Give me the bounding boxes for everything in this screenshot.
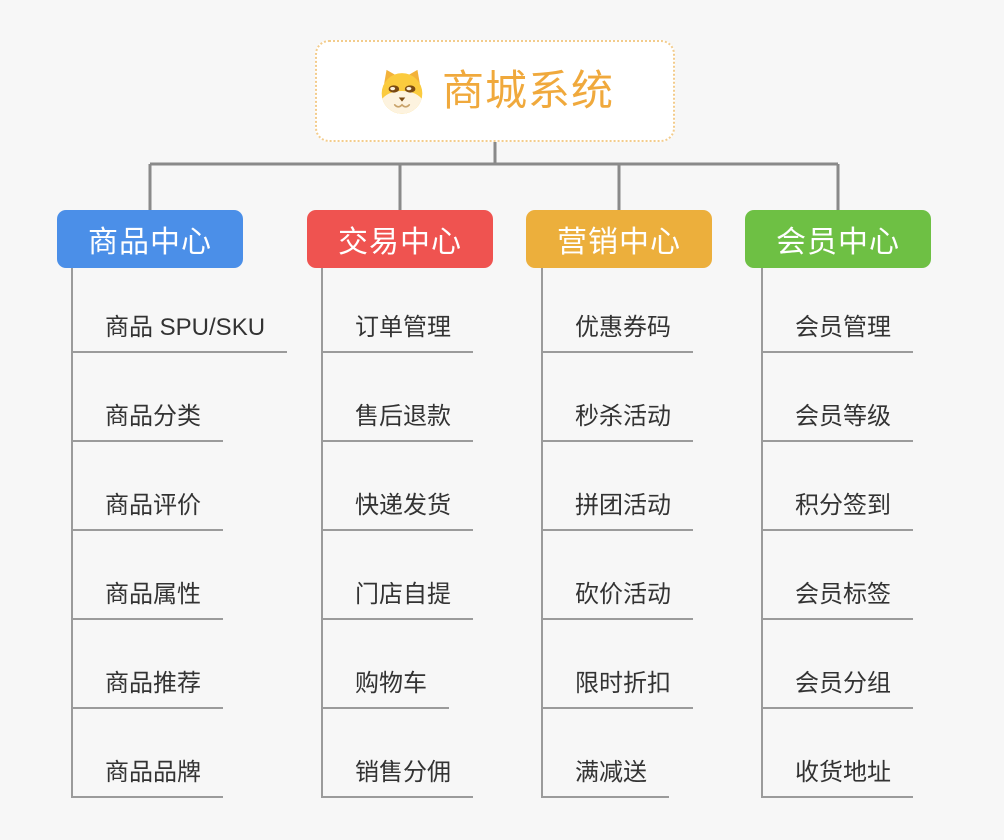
child-node[interactable]: 商品推荐	[71, 669, 223, 709]
child-row: 快递发货	[321, 442, 473, 531]
child-row: 砍价活动	[541, 531, 693, 620]
branch-label: 会员中心	[776, 226, 900, 259]
child-row: 满减送	[541, 709, 693, 798]
child-row: 门店自提	[321, 531, 473, 620]
child-node[interactable]: 会员管理	[761, 313, 913, 353]
child-row: 会员标签	[761, 531, 913, 620]
child-row: 售后退款	[321, 353, 473, 442]
child-node[interactable]: 商品属性	[71, 580, 223, 620]
child-node[interactable]: 会员标签	[761, 580, 913, 620]
child-row: 销售分佣	[321, 709, 473, 798]
child-row: 会员管理	[761, 268, 913, 353]
child-row: 购物车	[321, 620, 473, 709]
child-row: 限时折扣	[541, 620, 693, 709]
branch-children-product-center: 商品 SPU/SKU 商品分类 商品评价 商品属性 商品推荐 商品品牌	[71, 268, 288, 798]
child-row: 商品 SPU/SKU	[71, 268, 288, 353]
child-row: 积分签到	[761, 442, 913, 531]
child-row: 商品评价	[71, 442, 287, 531]
branch-label: 商品中心	[88, 226, 212, 259]
child-node[interactable]: 拼团活动	[541, 491, 693, 531]
branch-label: 营销中心	[557, 226, 681, 259]
child-node[interactable]: 砍价活动	[541, 580, 693, 620]
root-title: 商城系统	[441, 67, 614, 114]
child-row: 拼团活动	[541, 442, 693, 531]
child-row: 优惠券码	[541, 268, 693, 353]
branch-header-marketing-center[interactable]: 营销中心	[526, 210, 712, 268]
child-row: 商品分类	[71, 353, 287, 442]
child-node[interactable]: 秒杀活动	[541, 402, 693, 442]
branch-children-member-center: 会员管理 会员等级 积分签到 会员标签 会员分组 收货地址	[761, 268, 913, 798]
child-node[interactable]: 积分签到	[761, 491, 913, 531]
child-node[interactable]: 购物车	[321, 669, 449, 709]
child-node[interactable]: 商品分类	[71, 402, 223, 442]
child-node[interactable]: 满减送	[541, 758, 669, 798]
root-node[interactable]: 商城系统	[315, 40, 675, 142]
child-row: 订单管理	[321, 268, 473, 353]
branch-label: 交易中心	[338, 226, 462, 259]
child-node[interactable]: 销售分佣	[321, 758, 473, 798]
branch-header-member-center[interactable]: 会员中心	[745, 210, 931, 268]
child-node[interactable]: 会员分组	[761, 669, 913, 709]
child-row: 会员分组	[761, 620, 913, 709]
child-row: 会员等级	[761, 353, 913, 442]
branch-children-marketing-center: 优惠券码 秒杀活动 拼团活动 砍价活动 限时折扣 满减送	[541, 268, 693, 798]
branch-header-product-center[interactable]: 商品中心	[57, 210, 243, 268]
child-node[interactable]: 优惠券码	[541, 313, 693, 353]
child-node[interactable]: 快递发货	[321, 491, 473, 531]
child-row: 收货地址	[761, 709, 913, 798]
branch-header-trade-center[interactable]: 交易中心	[307, 210, 493, 268]
child-node[interactable]: 订单管理	[321, 313, 473, 353]
tree-connector-path	[148, 142, 840, 211]
dog-face-icon	[381, 69, 423, 114]
child-node[interactable]: 收货地址	[761, 758, 913, 798]
child-node[interactable]: 售后退款	[321, 402, 473, 442]
child-node[interactable]: 限时折扣	[541, 669, 693, 709]
child-node[interactable]: 商品品牌	[71, 758, 223, 798]
child-row: 商品属性	[71, 531, 287, 620]
child-row: 商品推荐	[71, 620, 287, 709]
child-node[interactable]: 商品评价	[71, 491, 223, 531]
child-row: 秒杀活动	[541, 353, 693, 442]
child-row: 商品品牌	[71, 709, 287, 798]
child-node[interactable]: 门店自提	[321, 580, 473, 620]
child-node[interactable]: 会员等级	[761, 402, 913, 442]
child-node[interactable]: 商品 SPU/SKU	[71, 313, 288, 353]
branch-children-trade-center: 订单管理 售后退款 快递发货 门店自提 购物车 销售分佣	[321, 268, 473, 798]
